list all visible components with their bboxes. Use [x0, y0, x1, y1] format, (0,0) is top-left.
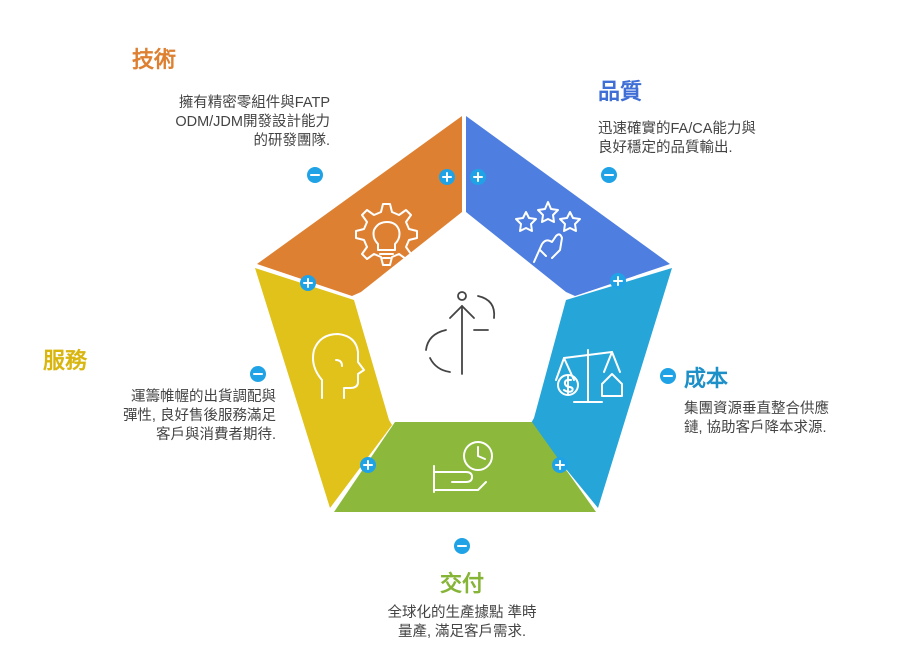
plus-badge[interactable]	[470, 169, 486, 185]
quality-line: 迅速確實的FA/CA能力與	[598, 121, 756, 137]
plus-badge[interactable]	[610, 273, 626, 289]
tech-title: 技術	[132, 47, 177, 72]
segment-quality	[466, 116, 670, 296]
plus-badge[interactable]	[439, 169, 455, 185]
segment-delivery	[334, 422, 596, 512]
minus-badge[interactable]	[454, 538, 470, 554]
delivery-line: 量產, 滿足客戶需求.	[397, 624, 527, 640]
service-line: 彈性, 良好售後服務滿足	[122, 408, 276, 424]
center-pentagon	[360, 216, 566, 420]
quality-line: 良好穩定的品質輸出.	[598, 140, 733, 156]
segment-service	[255, 268, 392, 508]
minus-badge[interactable]	[601, 167, 617, 183]
arrow-up-cycle-icon	[425, 291, 496, 375]
scale-balance-icon	[555, 349, 623, 403]
minus-badge[interactable]	[250, 366, 266, 382]
tech-line: 的研發團隊.	[253, 133, 330, 149]
minus-badge[interactable]	[660, 368, 676, 384]
lightbulb-gear-icon	[355, 203, 418, 266]
minus-badge[interactable]	[307, 167, 323, 183]
service-title: 服務	[43, 348, 88, 373]
stars-hand-icon	[515, 201, 581, 263]
cost-title: 成本	[684, 366, 729, 391]
segment-tech	[257, 116, 462, 296]
service-line: 運籌帷幄的出貨調配與	[131, 389, 276, 405]
head-profile-icon	[312, 333, 365, 399]
service-line: 客戶與消費者期待.	[155, 427, 276, 443]
cost-description: 集團資源垂直整合供應 鏈, 協助客戶降本求源.	[684, 400, 829, 438]
service-description: 運籌帷幄的出貨調配與 彈性, 良好售後服務滿足 客戶與消費者期待.	[123, 388, 276, 445]
delivery-title: 交付	[439, 571, 484, 596]
cost-line: 集團資源垂直整合供應	[684, 401, 829, 417]
plus-badge[interactable]	[552, 457, 568, 473]
clock-hand-icon	[433, 441, 493, 493]
delivery-description: 全球化的生產據點 準時 量產, 滿足客戶需求.	[0, 604, 900, 642]
tech-line: ODM/JDM開發設計能力	[175, 114, 330, 130]
cost-line: 鏈, 協助客戶降本求源.	[684, 420, 827, 436]
delivery-line: 全球化的生產據點 準時	[387, 605, 537, 621]
plus-badge[interactable]	[300, 275, 316, 291]
quality-description: 迅速確實的FA/CA能力與 良好穩定的品質輸出.	[598, 120, 756, 158]
tech-description: 擁有精密零組件與FATP ODM/JDM開發設計能力 的研發團隊.	[175, 94, 330, 151]
quality-title: 品質	[598, 79, 643, 104]
plus-badge[interactable]	[360, 457, 376, 473]
tech-line: 擁有精密零組件與FATP	[178, 95, 330, 111]
